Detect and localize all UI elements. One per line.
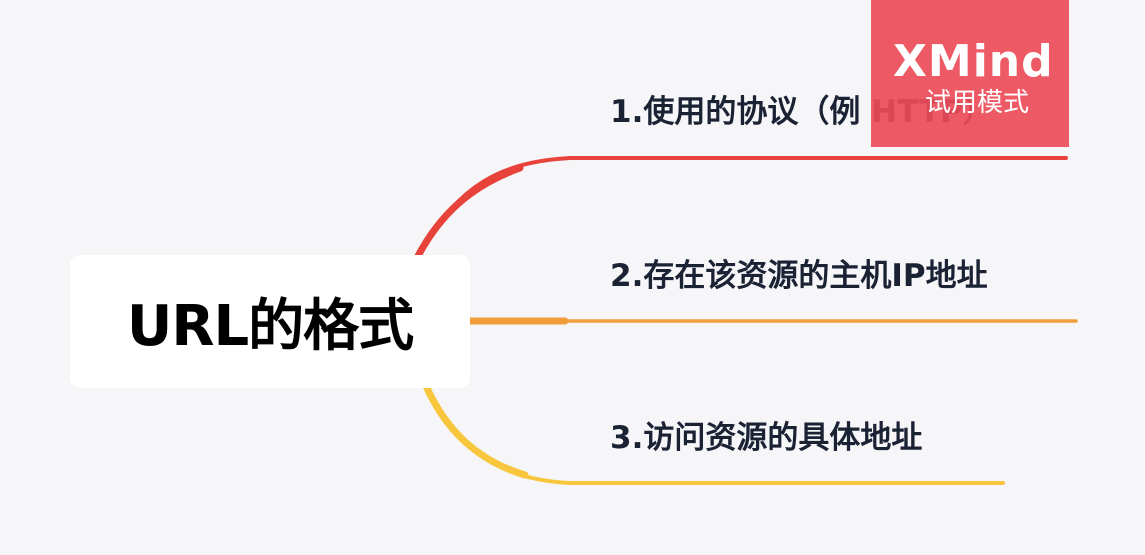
central-topic-label: URL的格式 xyxy=(126,294,414,359)
branch-topic-host-ip[interactable]: 2.存在该资源的主机IP地址 xyxy=(610,258,988,294)
branch-connector-3-root xyxy=(422,382,529,479)
central-topic[interactable]: URL的格式 xyxy=(70,255,470,388)
watermark-mode: 试用模式 xyxy=(925,88,1030,118)
trial-watermark: XMind 试用模式 xyxy=(871,0,1069,147)
watermark-brand: XMind xyxy=(893,36,1054,87)
branch-topic-resource-path[interactable]: 3.访问资源的具体地址 xyxy=(610,420,923,456)
branch-connector-1-root xyxy=(414,164,524,260)
